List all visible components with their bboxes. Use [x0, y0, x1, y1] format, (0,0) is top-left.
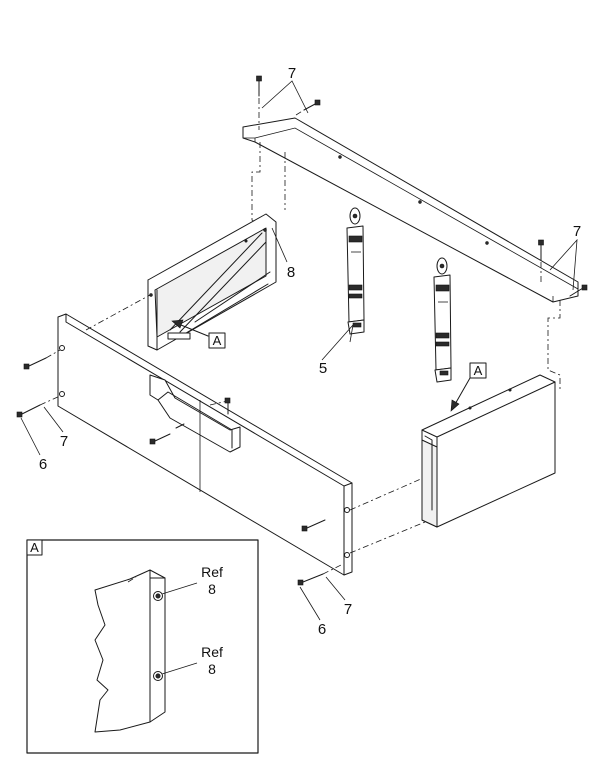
- rear-right-phantom: [547, 300, 561, 390]
- callout-7-top: 7: [288, 65, 296, 82]
- leader-7-top: [261, 80, 309, 114]
- callout-8: 8: [287, 264, 295, 281]
- leader-8: [271, 227, 288, 263]
- align-line-2: [349, 474, 431, 511]
- screw-bottom-right-upper: [301, 519, 326, 532]
- align-line-3: [349, 519, 431, 554]
- leader-5: [321, 324, 354, 361]
- leader-7-left: [43, 406, 64, 433]
- callout-7-bottom: 7: [344, 601, 352, 618]
- callout-7-left: 7: [60, 433, 68, 450]
- detail-view-a: A Ref 8 Ref 8: [26, 539, 259, 754]
- detail-box-label: A: [30, 540, 39, 555]
- align-line-1: [85, 294, 151, 331]
- callout-7-right: 7: [573, 223, 581, 240]
- seat-belt-left: [346, 207, 365, 343]
- left-bracket-frame: [147, 213, 277, 351]
- callout-6-left: 6: [39, 456, 47, 473]
- ref-word-top: Ref: [201, 564, 223, 580]
- view-arrow-left: [171, 319, 209, 337]
- screw-right-upper: [538, 239, 544, 285]
- callout-5: 5: [319, 360, 327, 377]
- screw-middle-a: [149, 433, 171, 445]
- screw-middle-c: [224, 397, 231, 415]
- view-a-box-left: [208, 332, 226, 349]
- front-panel: [57, 313, 353, 576]
- screw-middle-b: [175, 423, 185, 429]
- screw-right-lower: [569, 284, 588, 297]
- screw-left-lower: [16, 395, 61, 418]
- screw-left-upper: [23, 349, 61, 370]
- leader-7-right: [549, 238, 578, 291]
- callout-6-bottom: 6: [318, 621, 326, 638]
- seat-belt-right: [433, 257, 452, 383]
- screw-bottom-right-lower: [297, 563, 344, 586]
- ref-num-top: 8: [208, 581, 216, 597]
- leader-6-left: [20, 417, 41, 456]
- leader-6-bottom: [299, 586, 321, 621]
- rear-top-bar: [242, 117, 579, 303]
- ref-word-bottom: Ref: [201, 644, 223, 660]
- view-a-box-right: [469, 362, 487, 379]
- ref-num-bottom: 8: [208, 661, 216, 677]
- leader-7-bottom: [325, 576, 346, 601]
- view-a-label-left: A: [213, 333, 222, 348]
- view-a-label-right: A: [474, 363, 483, 378]
- right-side-panel: [421, 374, 556, 528]
- screw-top-left: [256, 75, 262, 130]
- view-arrow-right: [450, 377, 471, 412]
